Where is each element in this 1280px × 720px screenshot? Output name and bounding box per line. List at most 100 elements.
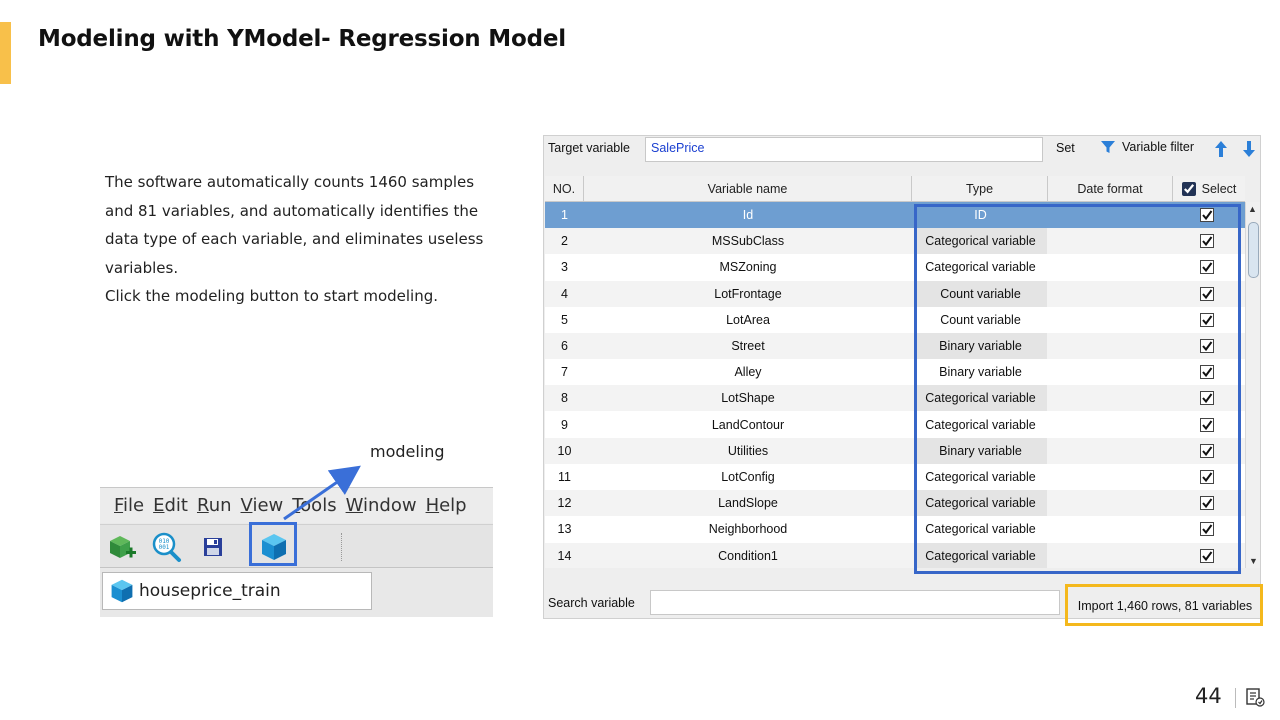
select-checkbox[interactable] [1200, 417, 1214, 432]
search-variable-input[interactable] [650, 590, 1060, 615]
variable-name: LotShape [721, 391, 775, 406]
checkmark-icon [1202, 210, 1213, 221]
column-header-variable-name[interactable]: Variable name [584, 176, 912, 202]
menu-item[interactable]: Help [425, 495, 467, 516]
select-checkbox[interactable] [1200, 260, 1214, 275]
variable-type-dropdown[interactable]: Binary variable [939, 365, 1022, 380]
table-row[interactable]: 9 LandContour Categorical variable [545, 411, 1245, 438]
menu-bar: File Edit Run View Tools Window Help [100, 488, 493, 523]
row-number: 9 [561, 417, 568, 432]
variable-type-dropdown[interactable]: Categorical variable [914, 490, 1047, 517]
description-line: and 81 variables, and automatically iden… [105, 201, 479, 220]
vertical-scrollbar[interactable]: ▲ ▼ [1245, 202, 1260, 568]
row-number: 13 [557, 522, 572, 537]
scroll-up-arrow-icon[interactable]: ▲ [1248, 204, 1257, 214]
variable-type-dropdown[interactable]: ID [974, 208, 987, 222]
select-checkbox[interactable] [1200, 234, 1214, 249]
select-all-checkbox[interactable] [1181, 182, 1196, 196]
variable-name: Alley [734, 365, 762, 380]
column-header-type[interactable]: Type [912, 176, 1048, 202]
search-data-button[interactable]: 010 001 [150, 531, 182, 563]
modeling-callout-label: modeling [370, 442, 445, 461]
row-number: 1 [561, 208, 568, 222]
variable-type-dropdown[interactable]: Categorical variable [925, 260, 1036, 275]
variable-type-dropdown[interactable]: Binary variable [914, 437, 1047, 464]
tab-houseprice-train[interactable]: houseprice_train [102, 572, 372, 610]
select-checkbox[interactable] [1200, 496, 1214, 511]
scroll-down-arrow-icon[interactable]: ▼ [1249, 556, 1258, 566]
data-tab-bar: houseprice_train [100, 569, 493, 617]
select-checkbox[interactable] [1200, 365, 1214, 380]
menu-item[interactable]: Window [345, 495, 417, 516]
variable-type-dropdown[interactable]: Categorical variable [914, 542, 1047, 568]
menu-item[interactable]: Tools [292, 495, 337, 516]
select-checkbox[interactable] [1200, 208, 1214, 222]
variable-name: MSZoning [719, 260, 777, 275]
new-model-button[interactable] [106, 531, 138, 563]
table-row[interactable]: 3 MSZoning Categorical variable [545, 254, 1245, 281]
select-checkbox[interactable] [1200, 443, 1214, 458]
title-accent-bar [0, 22, 11, 84]
variable-type-dropdown[interactable]: Count variable [914, 280, 1047, 307]
target-variable-row: Target variable SalePrice Set Variable f… [544, 136, 1260, 164]
tab-label: houseprice_train [139, 581, 281, 601]
variable-type-dropdown[interactable]: Categorical variable [914, 228, 1047, 255]
select-checkbox[interactable] [1200, 391, 1214, 406]
row-number: 10 [557, 443, 572, 458]
description-line: data type of each variable, and eliminat… [105, 230, 484, 249]
select-checkbox[interactable] [1200, 312, 1214, 327]
variable-name: LandContour [711, 417, 785, 432]
select-checkbox[interactable] [1200, 548, 1214, 563]
target-variable-input[interactable]: SalePrice [645, 137, 1043, 162]
select-header-label: Select [1201, 182, 1237, 196]
table-row[interactable]: 6 Street Binary variable [545, 333, 1245, 359]
column-header-no[interactable]: NO. [545, 176, 584, 202]
column-header-select[interactable]: Select [1173, 176, 1245, 202]
select-checkbox[interactable] [1200, 286, 1214, 301]
row-number: 6 [561, 339, 568, 353]
modeling-button[interactable] [258, 531, 290, 563]
menu-item[interactable]: File [114, 495, 145, 516]
row-number: 4 [561, 286, 568, 301]
select-checkbox[interactable] [1200, 522, 1214, 537]
row-number: 3 [561, 260, 568, 275]
dataset-cube-icon [111, 579, 133, 603]
variable-name: Street [731, 339, 765, 353]
menu-item[interactable]: Edit [153, 495, 188, 516]
new-model-icon [110, 536, 136, 558]
search-variable-label: Search variable [548, 596, 635, 610]
slide-notes-icon[interactable] [1245, 687, 1265, 707]
page-number: 44 [1195, 684, 1222, 708]
select-checkbox[interactable] [1200, 470, 1214, 484]
variable-filter-button[interactable]: Variable filter [1100, 139, 1194, 155]
save-button[interactable] [197, 531, 229, 563]
menu-item[interactable]: Run [196, 495, 232, 516]
column-header-date-format[interactable]: Date format [1048, 176, 1173, 202]
set-button[interactable]: Set [1056, 141, 1075, 155]
move-down-icon[interactable] [1242, 140, 1256, 158]
move-up-icon[interactable] [1214, 140, 1228, 158]
select-checkbox[interactable] [1200, 339, 1214, 353]
variable-type-dropdown[interactable]: Categorical variable [925, 470, 1036, 484]
filter-icon [1101, 141, 1115, 153]
menu-item[interactable]: View [240, 495, 284, 516]
variable-type-dropdown[interactable]: Count variable [940, 312, 1021, 327]
variable-type-dropdown[interactable]: Categorical variable [914, 385, 1047, 412]
variable-type-dropdown[interactable]: Categorical variable [925, 522, 1036, 537]
variable-type-dropdown[interactable]: Binary variable [914, 333, 1047, 359]
scroll-thumb[interactable] [1248, 222, 1259, 278]
checkmark-icon [1202, 262, 1213, 273]
app-window-snippet: File Edit Run View Tools Window Help 010 001 [100, 487, 493, 617]
variable-type-dropdown[interactable]: Categorical variable [925, 417, 1036, 432]
